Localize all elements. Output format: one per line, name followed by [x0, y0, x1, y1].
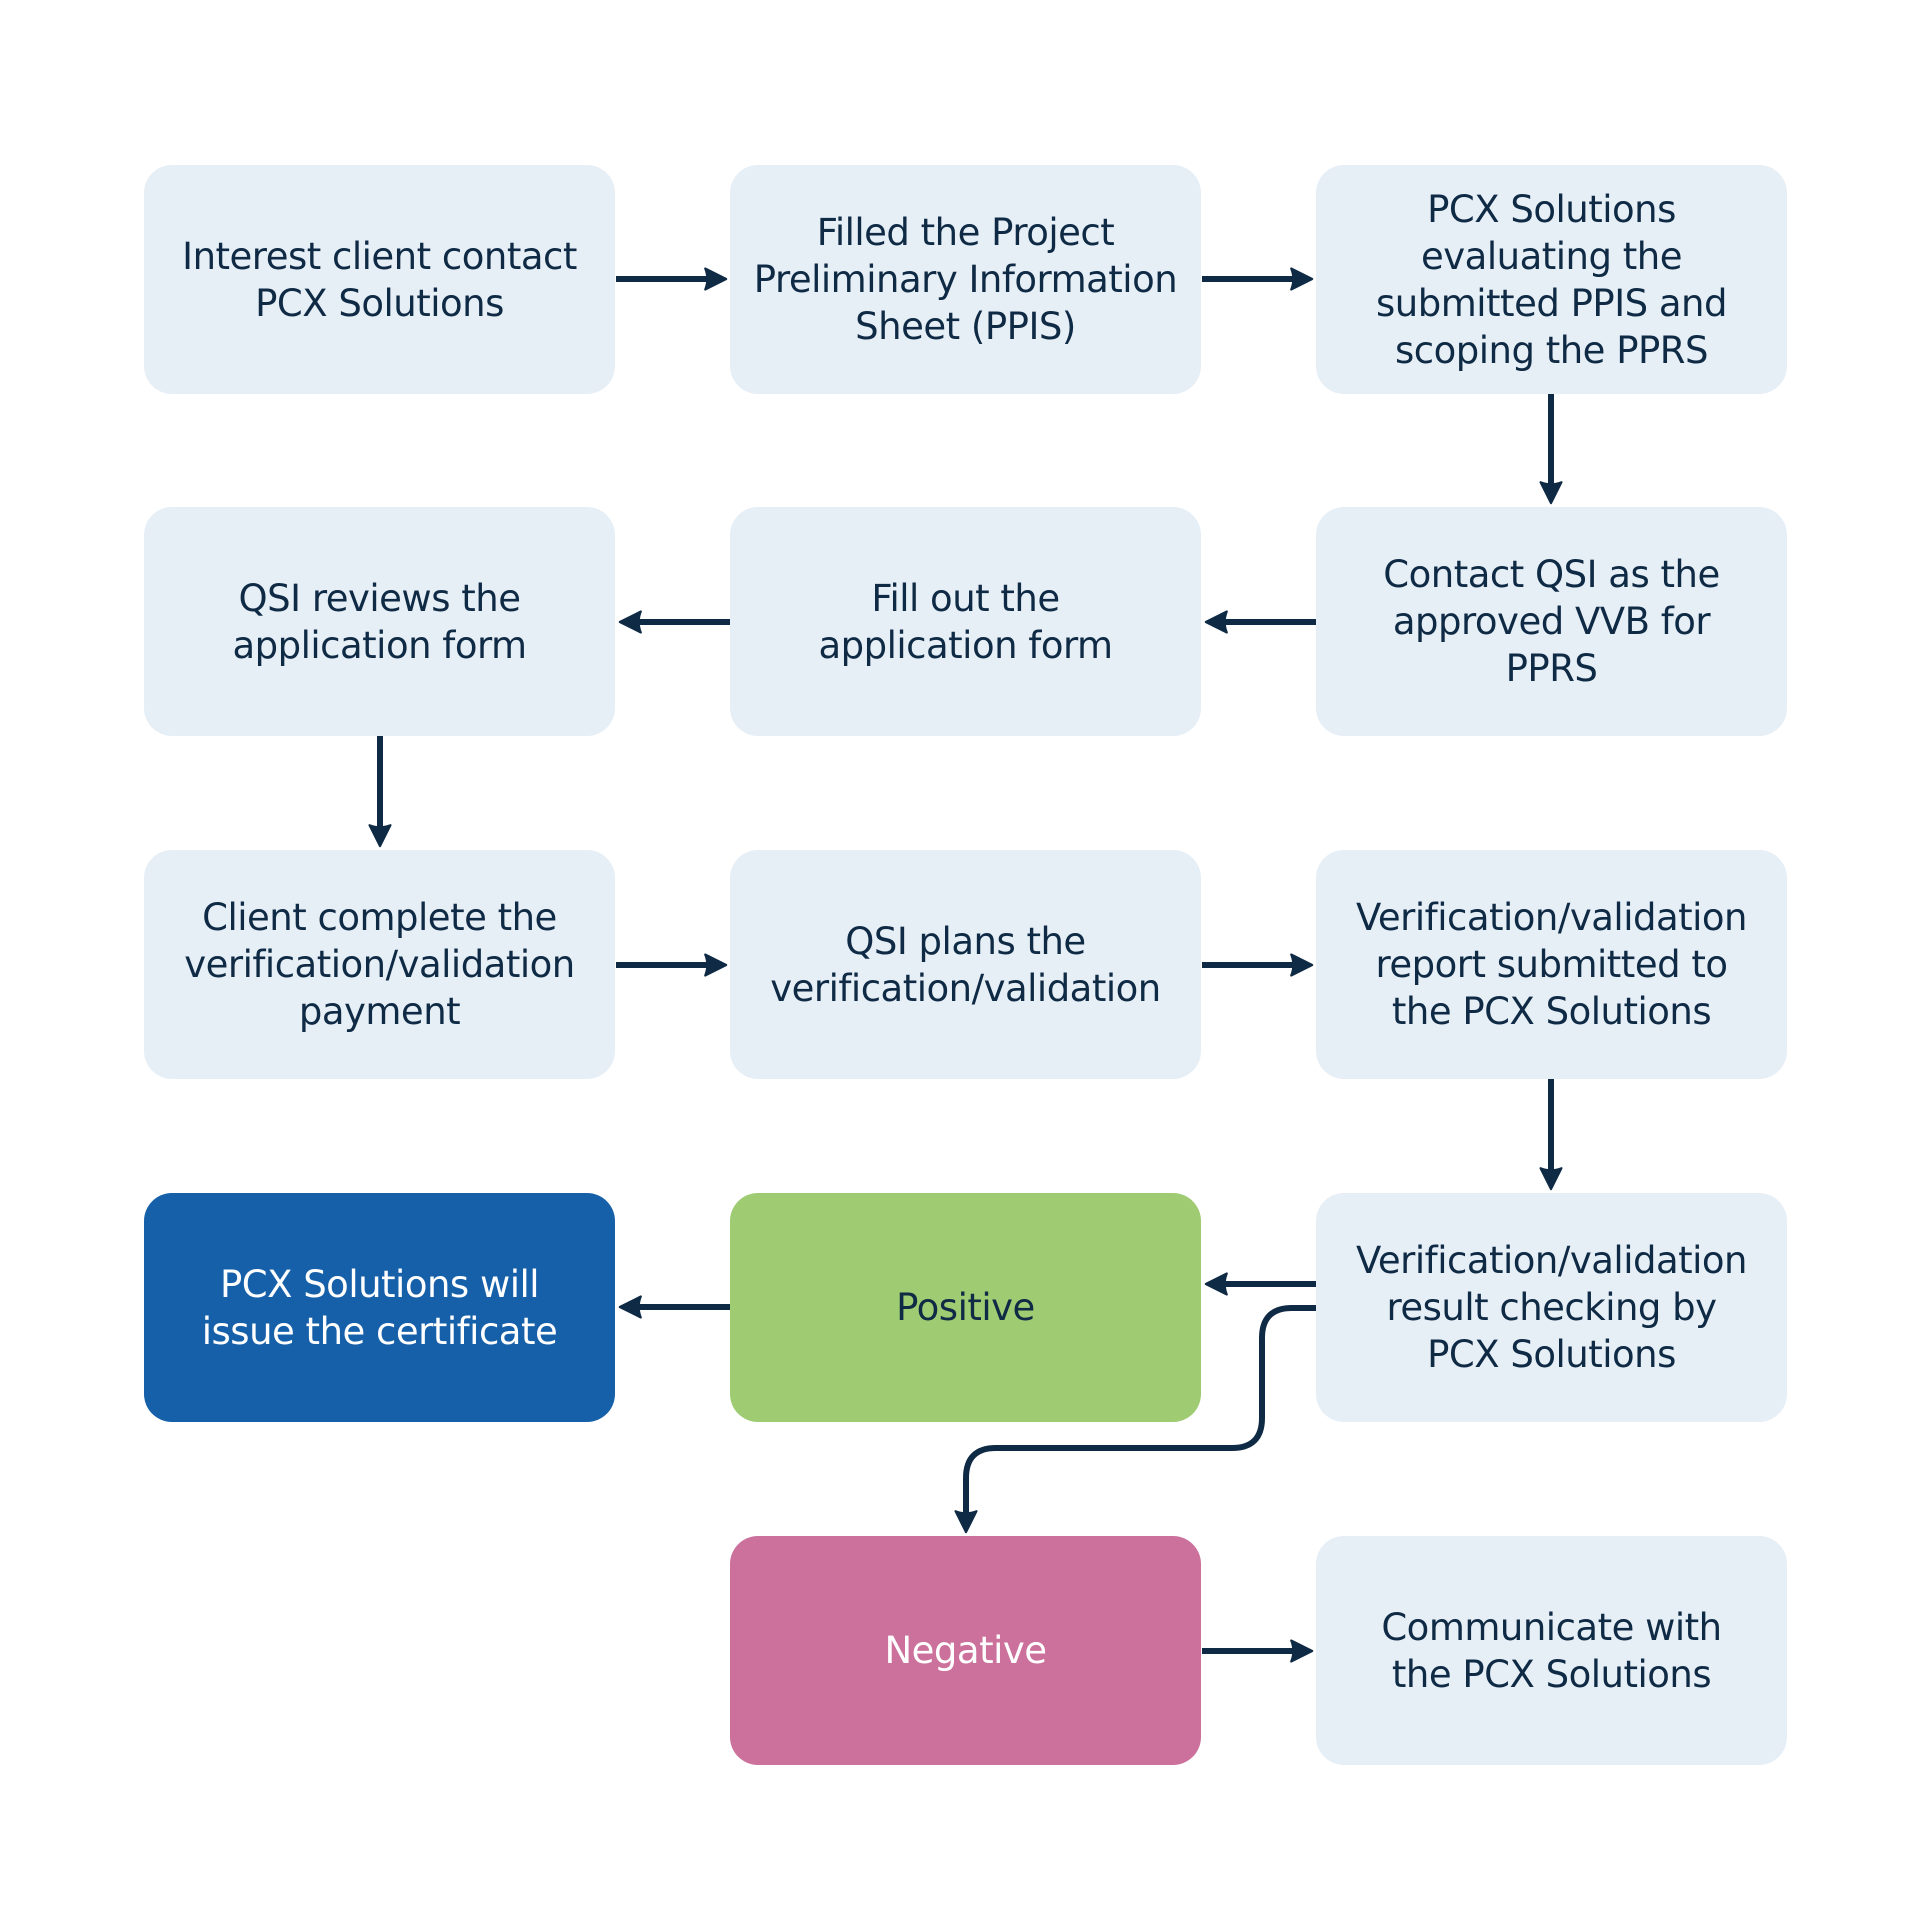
- step-result-checking: Verification/validation result checking …: [1316, 1193, 1787, 1422]
- step-issue-certificate: PCX Solutions will issue the certificate: [144, 1193, 615, 1422]
- step-qsi-plans: QSI plans the verification/validation: [730, 850, 1201, 1079]
- step-client-contact: Interest client contact PCX Solutions: [144, 165, 615, 394]
- step-client-payment: Client complete the verification/validat…: [144, 850, 615, 1079]
- outcome-positive: Positive: [730, 1193, 1201, 1422]
- step-communicate: Communicate with the PCX Solutions: [1316, 1536, 1787, 1765]
- step-fill-application: Fill out the application form: [730, 507, 1201, 736]
- step-fill-ppis: Filled the Project Preliminary Informati…: [730, 165, 1201, 394]
- step-evaluate-ppis: PCX Solutions evaluating the submitted P…: [1316, 165, 1787, 394]
- step-report-submitted: Verification/validation report submitted…: [1316, 850, 1787, 1079]
- step-qsi-review: QSI reviews the application form: [144, 507, 615, 736]
- step-contact-qsi: Contact QSI as the approved VVB for PPRS: [1316, 507, 1787, 736]
- outcome-negative: Negative: [730, 1536, 1201, 1765]
